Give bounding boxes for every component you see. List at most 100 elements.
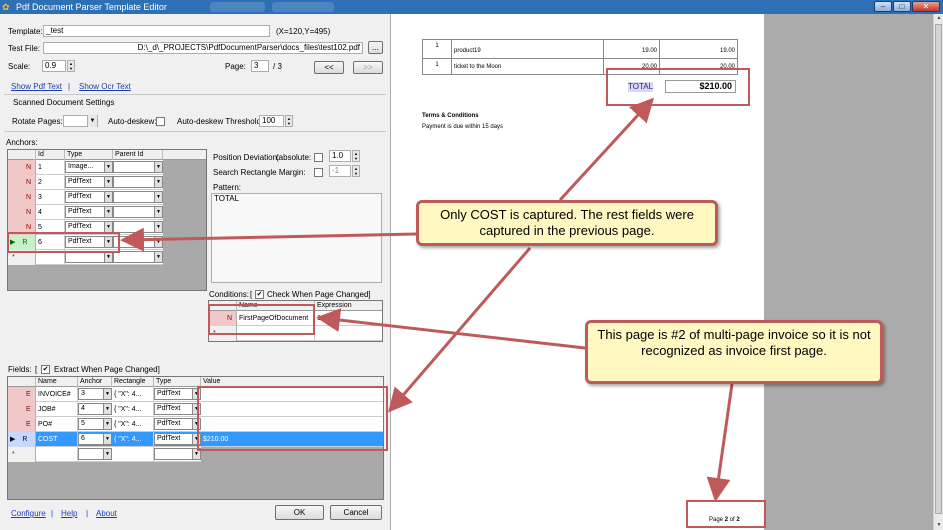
chevron-down-icon[interactable]: ▼ — [154, 252, 162, 262]
threshold-input[interactable]: 100 — [259, 115, 284, 127]
row-header[interactable]: * — [8, 250, 36, 265]
condition-expression[interactable] — [315, 326, 382, 341]
anchor-parent-select[interactable]: ▼ — [113, 161, 163, 173]
row-header[interactable]: E — [8, 402, 36, 417]
anchor-type-select[interactable]: PdfText▼ — [65, 191, 113, 203]
chevron-down-icon[interactable]: ▼ — [154, 162, 162, 172]
chevron-down-icon[interactable]: ▼ — [103, 434, 111, 444]
field-rectangle[interactable]: { "X": 4... — [112, 387, 154, 402]
row-header[interactable]: ▶R — [8, 432, 36, 447]
chevron-down-icon[interactable]: ▼ — [104, 162, 112, 172]
row-header[interactable]: N — [8, 220, 36, 235]
field-rectangle[interactable]: { "X": 4... — [112, 417, 154, 432]
configure-link[interactable]: Configure — [11, 509, 46, 518]
check-when-page-changed-checkbox[interactable]: ✔ — [255, 290, 264, 299]
chevron-down-icon[interactable]: ▼ — [154, 207, 162, 217]
browse-button[interactable]: ... — [368, 41, 383, 54]
table-row[interactable]: N 4 PdfText▼ ▼ — [8, 205, 163, 220]
row-header[interactable]: ▶R — [8, 235, 36, 250]
position-deviation-spinner[interactable]: ▲▼ — [352, 150, 360, 162]
scale-input[interactable]: 0.9 — [42, 60, 66, 72]
row-header[interactable]: N — [8, 190, 36, 205]
table-row[interactable]: E PO# 5▼ { "X": 4... PdfText▼ — [8, 417, 383, 432]
next-page-button[interactable]: >> — [353, 61, 383, 74]
chevron-down-icon[interactable]: ▼ — [104, 252, 112, 262]
chevron-down-icon[interactable]: ▼ — [104, 222, 112, 232]
maximize-button[interactable]: □ — [893, 1, 911, 12]
field-rectangle[interactable] — [112, 447, 154, 462]
page-input[interactable]: 3 — [251, 60, 269, 72]
field-name[interactable]: JOB# — [36, 402, 78, 417]
anchor-id[interactable]: 6 — [36, 235, 65, 250]
anchor-id[interactable] — [36, 250, 65, 265]
row-header[interactable]: N — [8, 160, 36, 175]
ok-button[interactable]: OK — [275, 505, 324, 520]
anchor-type-select[interactable]: Image...▼ — [65, 161, 113, 173]
vertical-scrollbar[interactable]: ▲ ▼ — [933, 14, 943, 530]
scroll-thumb[interactable] — [935, 24, 942, 514]
anchor-parent-select[interactable]: ▼ — [113, 251, 163, 263]
field-name[interactable]: COST — [36, 432, 78, 447]
field-type-select[interactable]: PdfText▼ — [154, 433, 201, 445]
anchor-id[interactable]: 3 — [36, 190, 65, 205]
scroll-up-icon[interactable]: ▲ — [936, 15, 942, 21]
show-ocr-text-link[interactable]: Show Ocr Text — [79, 82, 131, 91]
chevron-down-icon[interactable]: ▼ — [192, 434, 200, 444]
about-link[interactable]: About — [96, 509, 117, 518]
search-margin-checkbox[interactable] — [314, 168, 323, 177]
extract-when-page-changed-checkbox[interactable]: ✔ — [41, 365, 50, 374]
cancel-button[interactable]: Cancel — [330, 505, 382, 520]
new-row[interactable]: * ▼ ▼ — [8, 447, 201, 462]
chevron-down-icon[interactable]: ▼ — [103, 419, 111, 429]
field-rectangle[interactable]: { "X": 4... — [112, 432, 154, 447]
anchor-parent-select[interactable]: ▼ — [113, 206, 163, 218]
chevron-down-icon[interactable]: ▼ — [192, 404, 200, 414]
table-row[interactable]: E JOB# 4▼ { "X": 4... PdfText▼ — [8, 402, 383, 417]
anchor-type-select[interactable]: PdfText▼ — [65, 221, 113, 233]
search-margin-spinner[interactable]: ▲▼ — [352, 165, 360, 177]
table-row[interactable]: E INVOICE# 3▼ { "X": 4... PdfText▼ — [8, 387, 383, 402]
chevron-down-icon[interactable]: ▼ — [103, 389, 111, 399]
field-type-select[interactable]: ▼ — [154, 448, 201, 460]
scale-spinner[interactable]: ▲▼ — [67, 60, 75, 72]
condition-expression[interactable]: 1 & 2 — [315, 311, 382, 326]
absolute-checkbox[interactable] — [314, 153, 323, 162]
field-name[interactable]: INVOICE# — [36, 387, 78, 402]
field-type-select[interactable]: PdfText▼ — [154, 418, 201, 430]
chevron-down-icon[interactable]: ▼ — [154, 192, 162, 202]
row-header[interactable]: N — [209, 311, 237, 326]
anchor-id[interactable]: 4 — [36, 205, 65, 220]
scroll-down-icon[interactable]: ▼ — [936, 522, 942, 528]
field-anchor-select[interactable]: ▼ — [78, 448, 112, 460]
field-name[interactable]: PO# — [36, 417, 78, 432]
table-row[interactable]: N 2 PdfText▼ ▼ — [8, 175, 163, 190]
field-value[interactable]: $210.00 — [201, 432, 383, 447]
row-header[interactable]: E — [8, 387, 36, 402]
anchor-id[interactable]: 2 — [36, 175, 65, 190]
field-anchor-select[interactable]: 5▼ — [78, 418, 112, 430]
anchor-parent-select[interactable]: ▼ — [113, 221, 163, 233]
field-rectangle[interactable]: { "X": 4... — [112, 402, 154, 417]
chevron-down-icon[interactable]: ▼ — [192, 449, 200, 459]
new-row[interactable]: * ▼ ▼ — [8, 250, 163, 265]
anchor-type-select[interactable]: PdfText▼ — [65, 176, 113, 188]
row-header[interactable]: N — [8, 205, 36, 220]
anchors-grid[interactable]: Id Type Parent Id N 1 Image...▼ ▼ N 2 Pd… — [7, 149, 207, 291]
pattern-textarea[interactable]: TOTAL — [211, 193, 382, 283]
table-row[interactable]: N 3 PdfText▼ ▼ — [8, 190, 163, 205]
help-link[interactable]: Help — [61, 509, 78, 518]
chevron-down-icon[interactable]: ▼ — [104, 177, 112, 187]
chevron-down-icon[interactable]: ▼ — [192, 419, 200, 429]
fields-grid[interactable]: Name Anchor Rectangle Type Value E INVOI… — [7, 376, 384, 500]
row-header[interactable]: E — [8, 417, 36, 432]
anchor-type-select[interactable]: PdfText▼ — [65, 206, 113, 218]
chevron-down-icon[interactable]: ▼ — [104, 207, 112, 217]
search-margin-input[interactable]: -1 — [329, 165, 351, 177]
prev-page-button[interactable]: << — [314, 61, 344, 74]
chevron-down-icon[interactable]: ▼ — [87, 115, 97, 127]
table-row[interactable]: N 1 Image...▼ ▼ — [8, 160, 163, 175]
close-button[interactable]: ✕ — [912, 1, 940, 12]
field-anchor-select[interactable]: 4▼ — [78, 403, 112, 415]
anchor-type-select[interactable]: PdfText▼ — [65, 236, 113, 248]
chevron-down-icon[interactable]: ▼ — [104, 192, 112, 202]
